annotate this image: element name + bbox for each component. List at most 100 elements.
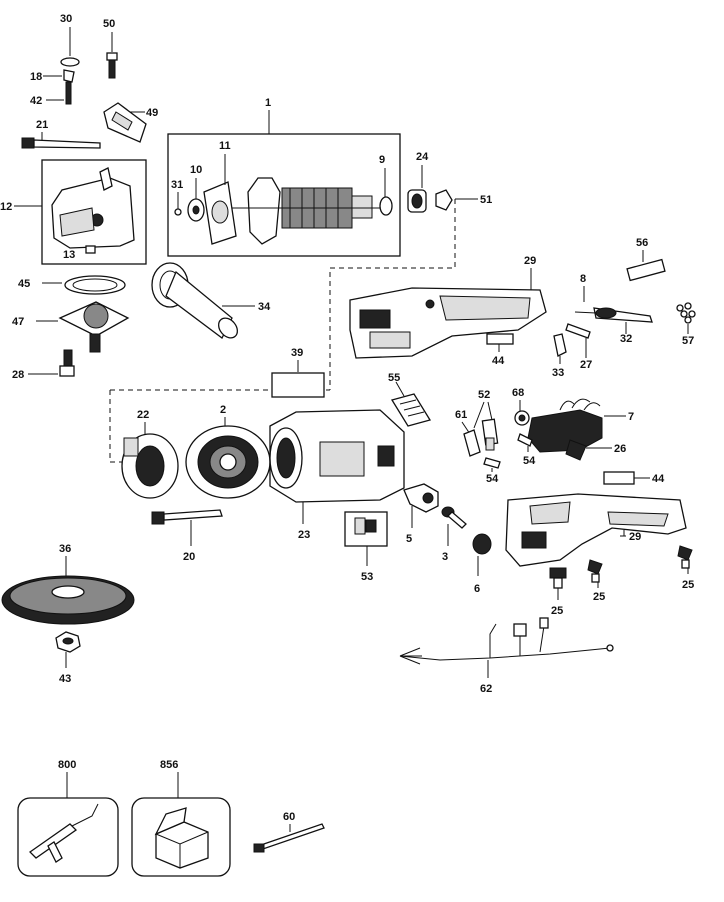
part-22-fan-baffle [121, 433, 179, 499]
part-49-clamp [103, 102, 147, 143]
part-5-switch-actuator [403, 483, 439, 513]
label-1: 1 [265, 97, 271, 109]
part-51-nut [435, 189, 453, 211]
part-18-clip [43, 69, 75, 83]
part-43-spindle-nut [55, 631, 81, 653]
label-7: 7 [628, 411, 634, 423]
label-42: 42 [30, 95, 42, 107]
label-34: 34 [258, 301, 271, 313]
label-31: 31 [171, 179, 183, 191]
part-27-screw [565, 323, 591, 339]
part-13-nut [85, 245, 96, 254]
part-25-screw-c [677, 545, 693, 569]
label-68: 68 [512, 387, 524, 399]
part-12-gear-case [51, 167, 135, 249]
label-54a: 54 [523, 455, 536, 467]
part-68-spring [514, 410, 530, 426]
tool-800-box [17, 797, 119, 877]
part-21-bolt [21, 132, 101, 149]
label-56: 56 [636, 237, 648, 249]
label-44b: 44 [652, 473, 665, 485]
part-24-bushing [407, 189, 427, 213]
part-44-insulator-lower [603, 471, 635, 485]
part-47-bevel-gear [58, 301, 130, 353]
label-51: 51 [480, 194, 492, 206]
part-44-insulator-top [486, 333, 514, 345]
label-21: 21 [36, 119, 48, 131]
label-30: 30 [60, 13, 72, 25]
label-20: 20 [183, 551, 195, 563]
part-50-screw [106, 32, 118, 79]
gear-case-box [41, 159, 147, 265]
label-55: 55 [388, 372, 400, 384]
part-53-switch [344, 511, 388, 547]
part-7-rotor-switch [527, 398, 603, 453]
part-23-motor-housing [269, 409, 405, 503]
label-13: 13 [63, 249, 75, 261]
part-61-brush-holder [463, 429, 481, 457]
part-62-wire-harness [399, 617, 614, 665]
label-47: 47 [12, 316, 24, 328]
part-10-bearing [187, 198, 205, 222]
label-25b: 25 [593, 591, 605, 603]
part-25-screw-b [587, 559, 603, 583]
label-62: 62 [480, 683, 492, 695]
part-29-handle-housing-top [349, 287, 547, 359]
part-42-pin [46, 81, 72, 105]
label-3: 3 [442, 551, 448, 563]
label-49: 49 [146, 107, 158, 119]
tool-856-kit-box [154, 807, 209, 869]
part-20-bolt [151, 509, 223, 525]
label-29b: 29 [629, 531, 641, 543]
label-5: 5 [406, 533, 412, 545]
part-2-field-coil [185, 425, 271, 499]
label-24: 24 [416, 151, 429, 163]
label-52: 52 [478, 389, 490, 401]
part-55-label [390, 393, 432, 427]
label-22: 22 [137, 409, 149, 421]
part-30-washer [60, 27, 80, 67]
label-856: 856 [160, 759, 178, 771]
part-39-nameplate [271, 372, 325, 398]
label-8: 8 [580, 273, 586, 285]
label-12: 12 [0, 201, 12, 213]
label-26: 26 [614, 443, 626, 455]
label-53: 53 [361, 571, 373, 583]
part-6-knob [472, 533, 492, 555]
label-11: 11 [219, 140, 231, 152]
label-29a: 29 [524, 255, 536, 267]
part-52-brushes [481, 418, 499, 451]
label-33: 33 [552, 367, 564, 379]
part-25-screw-a [549, 567, 567, 589]
part-33-clip [553, 333, 567, 357]
label-54b: 54 [486, 473, 499, 485]
label-39: 39 [291, 347, 303, 359]
part-34-side-handle [151, 262, 239, 339]
label-27: 27 [580, 359, 592, 371]
part-3-screw [441, 506, 467, 529]
part-56-sleeve [626, 258, 666, 282]
part-26-screw [565, 439, 587, 461]
part-57-cluster [676, 302, 696, 324]
label-43: 43 [59, 673, 71, 685]
tool-60-screwdriver-bit [253, 823, 325, 853]
label-57: 57 [682, 335, 694, 347]
tool-856-box [131, 797, 231, 877]
label-28: 28 [12, 369, 24, 381]
label-45: 45 [18, 278, 30, 290]
part-11-plate [203, 181, 237, 245]
part-8-32-cord [574, 307, 653, 323]
label-10: 10 [190, 164, 202, 176]
part-28-screw [59, 349, 75, 377]
label-2: 2 [220, 404, 226, 416]
armature [232, 177, 390, 245]
part-54-screw-a [517, 433, 533, 447]
label-44a: 44 [492, 355, 505, 367]
label-18: 18 [30, 71, 42, 83]
part-31-ring [174, 208, 182, 216]
label-50: 50 [103, 18, 115, 30]
label-9: 9 [379, 154, 385, 166]
label-32: 32 [620, 333, 632, 345]
label-23: 23 [298, 529, 310, 541]
